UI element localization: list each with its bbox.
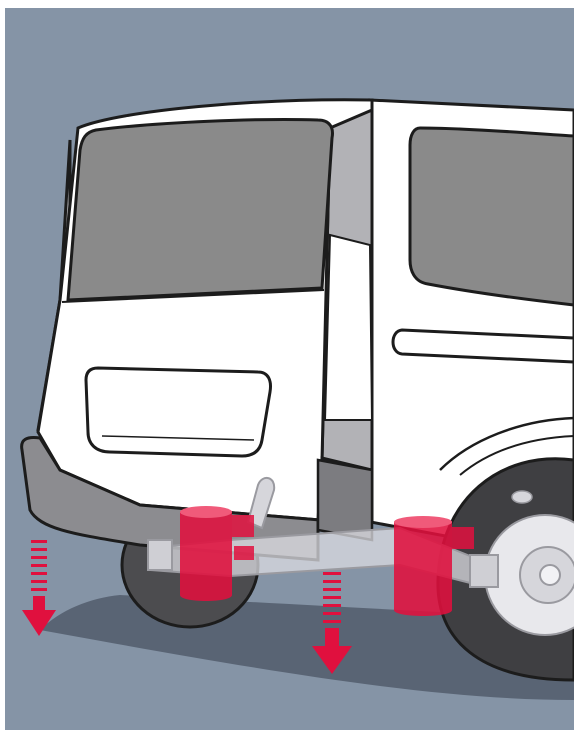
side-window bbox=[410, 128, 574, 305]
pillar-white-section bbox=[325, 235, 372, 420]
license-plate-recess bbox=[86, 368, 271, 456]
right-axle-bracket bbox=[470, 555, 498, 587]
bumper-step bbox=[318, 460, 372, 540]
wheel-stud bbox=[512, 491, 532, 503]
left-axle-bracket bbox=[148, 540, 172, 570]
rear-window bbox=[68, 119, 332, 300]
hub-center bbox=[540, 565, 560, 585]
